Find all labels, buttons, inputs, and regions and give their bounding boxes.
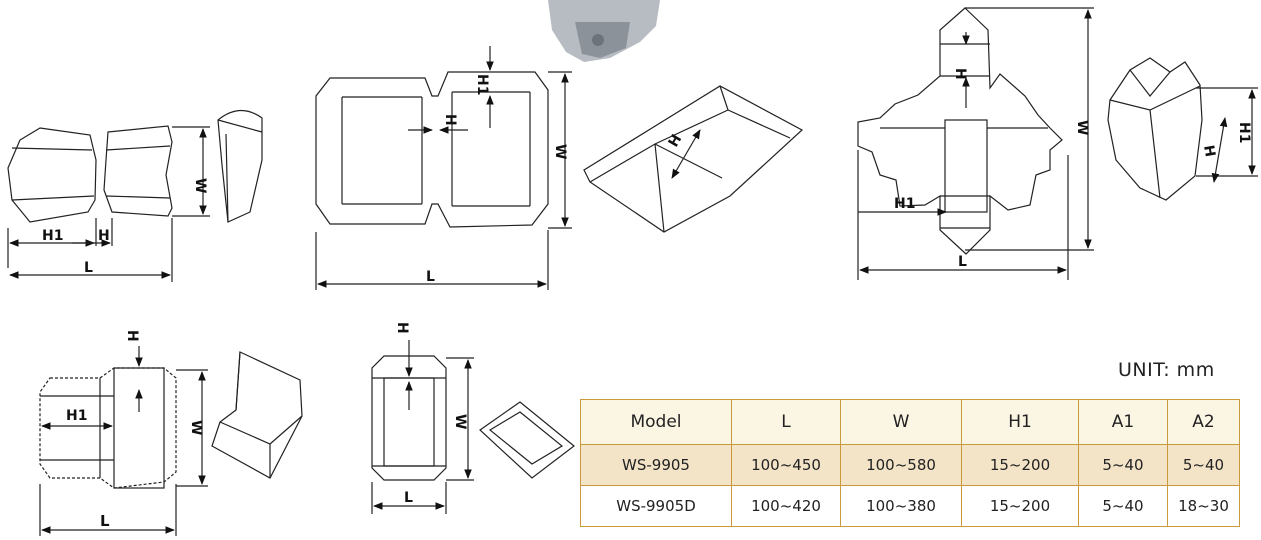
dim-d2-h: H	[442, 114, 458, 126]
cell-a2: 5~40	[1167, 444, 1240, 486]
dim-d3-l: L	[958, 254, 967, 270]
col-header-w: W	[840, 399, 962, 445]
takeout-blank	[857, 7, 1063, 255]
dim-d3-h1: H1	[894, 196, 915, 212]
diagram-simple-tray	[371, 340, 575, 514]
diagram-takeout-box	[857, 7, 1258, 280]
machine-photo	[548, 0, 660, 62]
diagram-fry-holder	[7, 109, 263, 282]
col-header-model: Model	[580, 399, 732, 445]
dim-d2-h-box: H	[666, 132, 686, 150]
cell-h1: 15~200	[961, 444, 1079, 486]
takeout-formed	[1107, 57, 1203, 201]
diagram-tray	[315, 46, 804, 290]
table-row: WS-9905 100~450 100~580 15~200 5~40 5~40	[580, 444, 1240, 486]
col-header-a2: A2	[1167, 399, 1240, 445]
dim-d3-h: H	[952, 68, 968, 80]
dim-d1-h1: H1	[42, 228, 63, 244]
flat-blank-right	[103, 125, 173, 217]
tray-blank	[315, 71, 549, 228]
cell-w: 100~580	[840, 444, 962, 486]
col-header-l: L	[731, 399, 841, 445]
unit-label: UNIT: mm	[1118, 359, 1215, 381]
cell-a1: 5~40	[1078, 444, 1168, 486]
col-header-a1: A1	[1078, 399, 1168, 445]
dim-d5-w: W	[452, 414, 468, 429]
dim-d5-l: L	[404, 490, 413, 506]
col-header-h1: H1	[961, 399, 1079, 445]
simple-tray-blank	[371, 355, 447, 481]
simple-tray-formed	[479, 401, 575, 479]
dim-d2-w: W	[552, 144, 568, 159]
cell-l: 100~450	[731, 444, 841, 486]
dim-d4-w: W	[188, 420, 204, 435]
dim-d1-l: L	[84, 260, 93, 276]
cell-a2: 18~30	[1167, 485, 1240, 527]
dim-d3-w: W	[1074, 120, 1090, 135]
cell-h1: 15~200	[961, 485, 1079, 527]
dim-d4-h1: H1	[66, 408, 87, 424]
dim-d2-h1: H1	[474, 74, 490, 95]
lunch-formed	[211, 351, 303, 479]
cell-model: WS-9905D	[580, 485, 732, 527]
tray-formed	[583, 85, 804, 233]
table-row: WS-9905D 100~420 100~380 15~200 5~40 18~…	[580, 485, 1240, 527]
cell-w: 100~380	[840, 485, 962, 527]
flat-blank-left	[7, 127, 97, 223]
dim-d5-h: H	[394, 322, 410, 334]
spec-table: Model L W H1 A1 A2 WS-9905 100~450 100~5…	[580, 399, 1240, 527]
dim-d1-h: H	[98, 228, 110, 244]
cell-l: 100~420	[731, 485, 841, 527]
cell-model: WS-9905	[580, 444, 732, 486]
dim-d3-h1-box: H1	[1236, 122, 1252, 143]
dim-d4-h: H	[124, 330, 140, 342]
formed-holder	[217, 109, 263, 223]
diagram-lunch-box	[39, 346, 303, 536]
table-header-row: Model L W H1 A1 A2	[580, 399, 1240, 445]
lunch-blank	[39, 367, 177, 489]
dim-d1-w: W	[192, 178, 208, 193]
dim-d3-h-box: H	[1200, 144, 1218, 158]
dim-d4-l: L	[100, 512, 110, 530]
dim-d2-l: L	[426, 269, 435, 285]
cell-a1: 5~40	[1078, 485, 1168, 527]
